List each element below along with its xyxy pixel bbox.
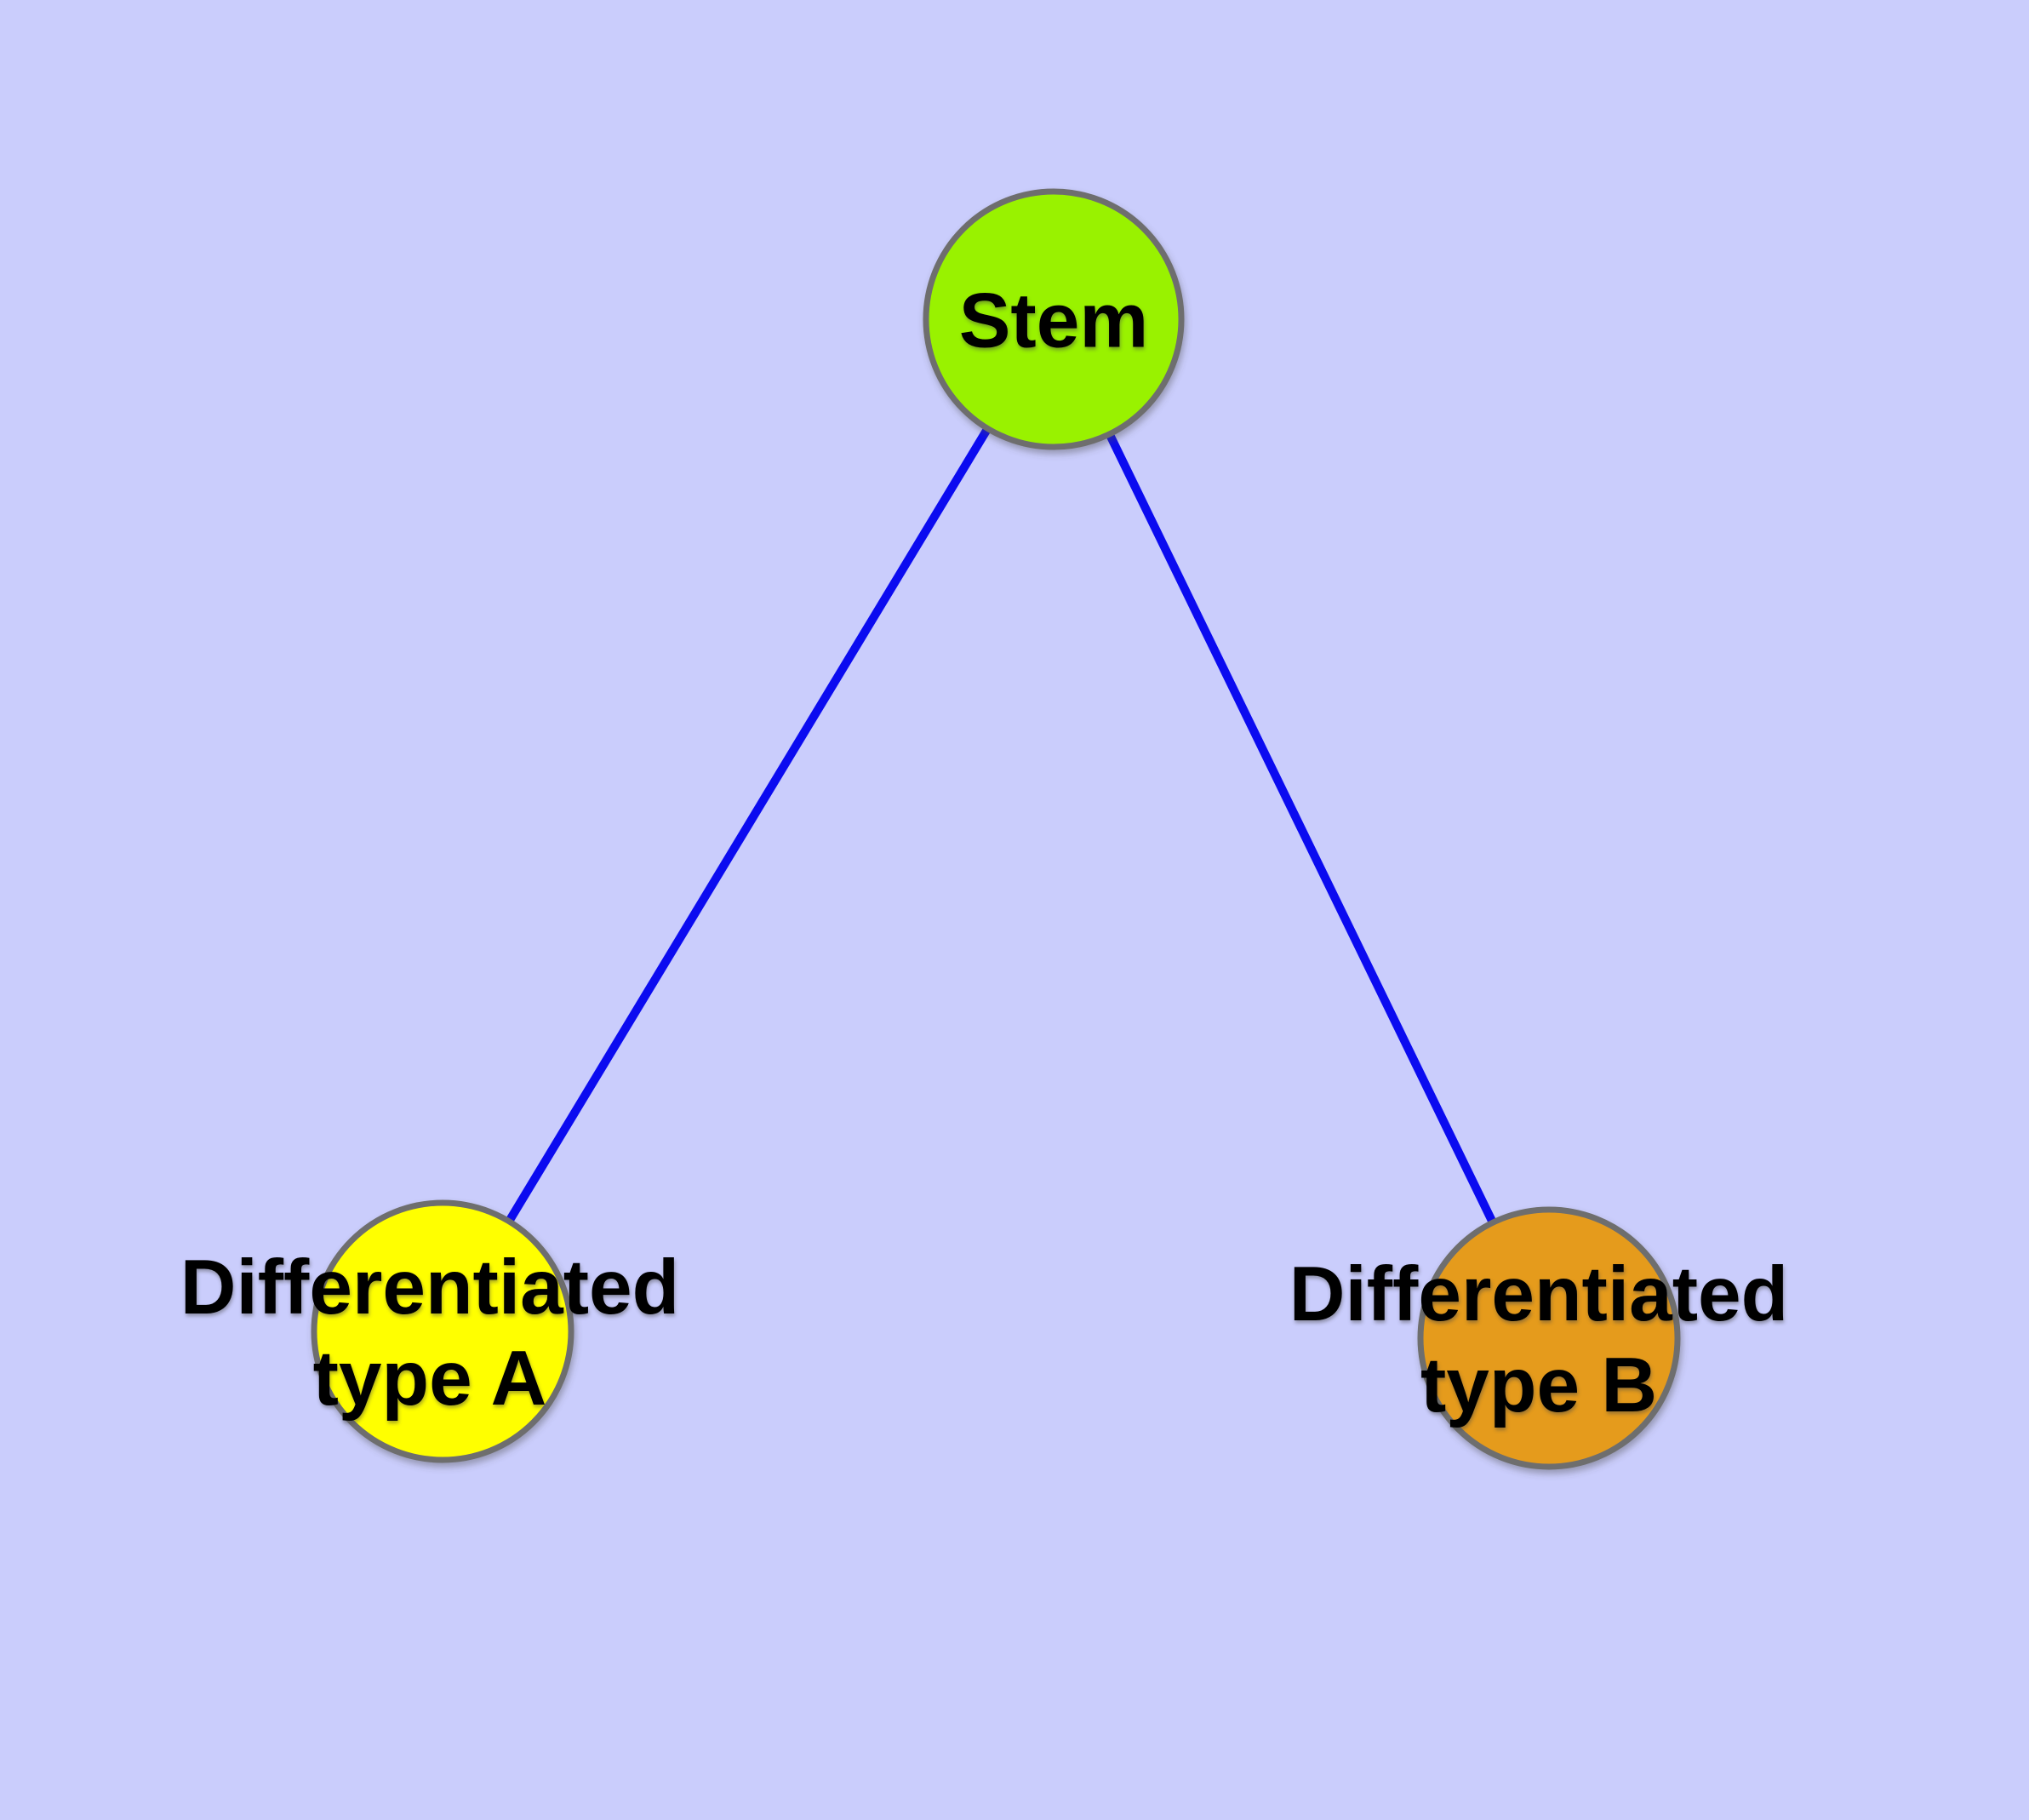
type-a-node-circle bbox=[311, 1199, 574, 1463]
type-b-label-line1: Differentiated bbox=[1289, 1251, 1789, 1337]
edge-stem-to-type-a bbox=[438, 317, 1058, 1334]
type-a-label-line1: Differentiated bbox=[180, 1245, 680, 1331]
type-a-node-label: Differentiated type A bbox=[180, 1242, 680, 1424]
stem-node-label: Stem bbox=[959, 276, 1149, 367]
edge-stem-to-type-b bbox=[1049, 317, 1553, 1341]
stem-node-label-text: Stem bbox=[958, 278, 1149, 364]
stem-node-circle bbox=[923, 188, 1185, 450]
type-b-node-label: Differentiated type B bbox=[1289, 1249, 1789, 1431]
type-b-node-circle bbox=[1417, 1206, 1681, 1470]
type-b-label-line2: type B bbox=[1420, 1342, 1658, 1428]
type-a-label-line2: type A bbox=[312, 1336, 547, 1422]
